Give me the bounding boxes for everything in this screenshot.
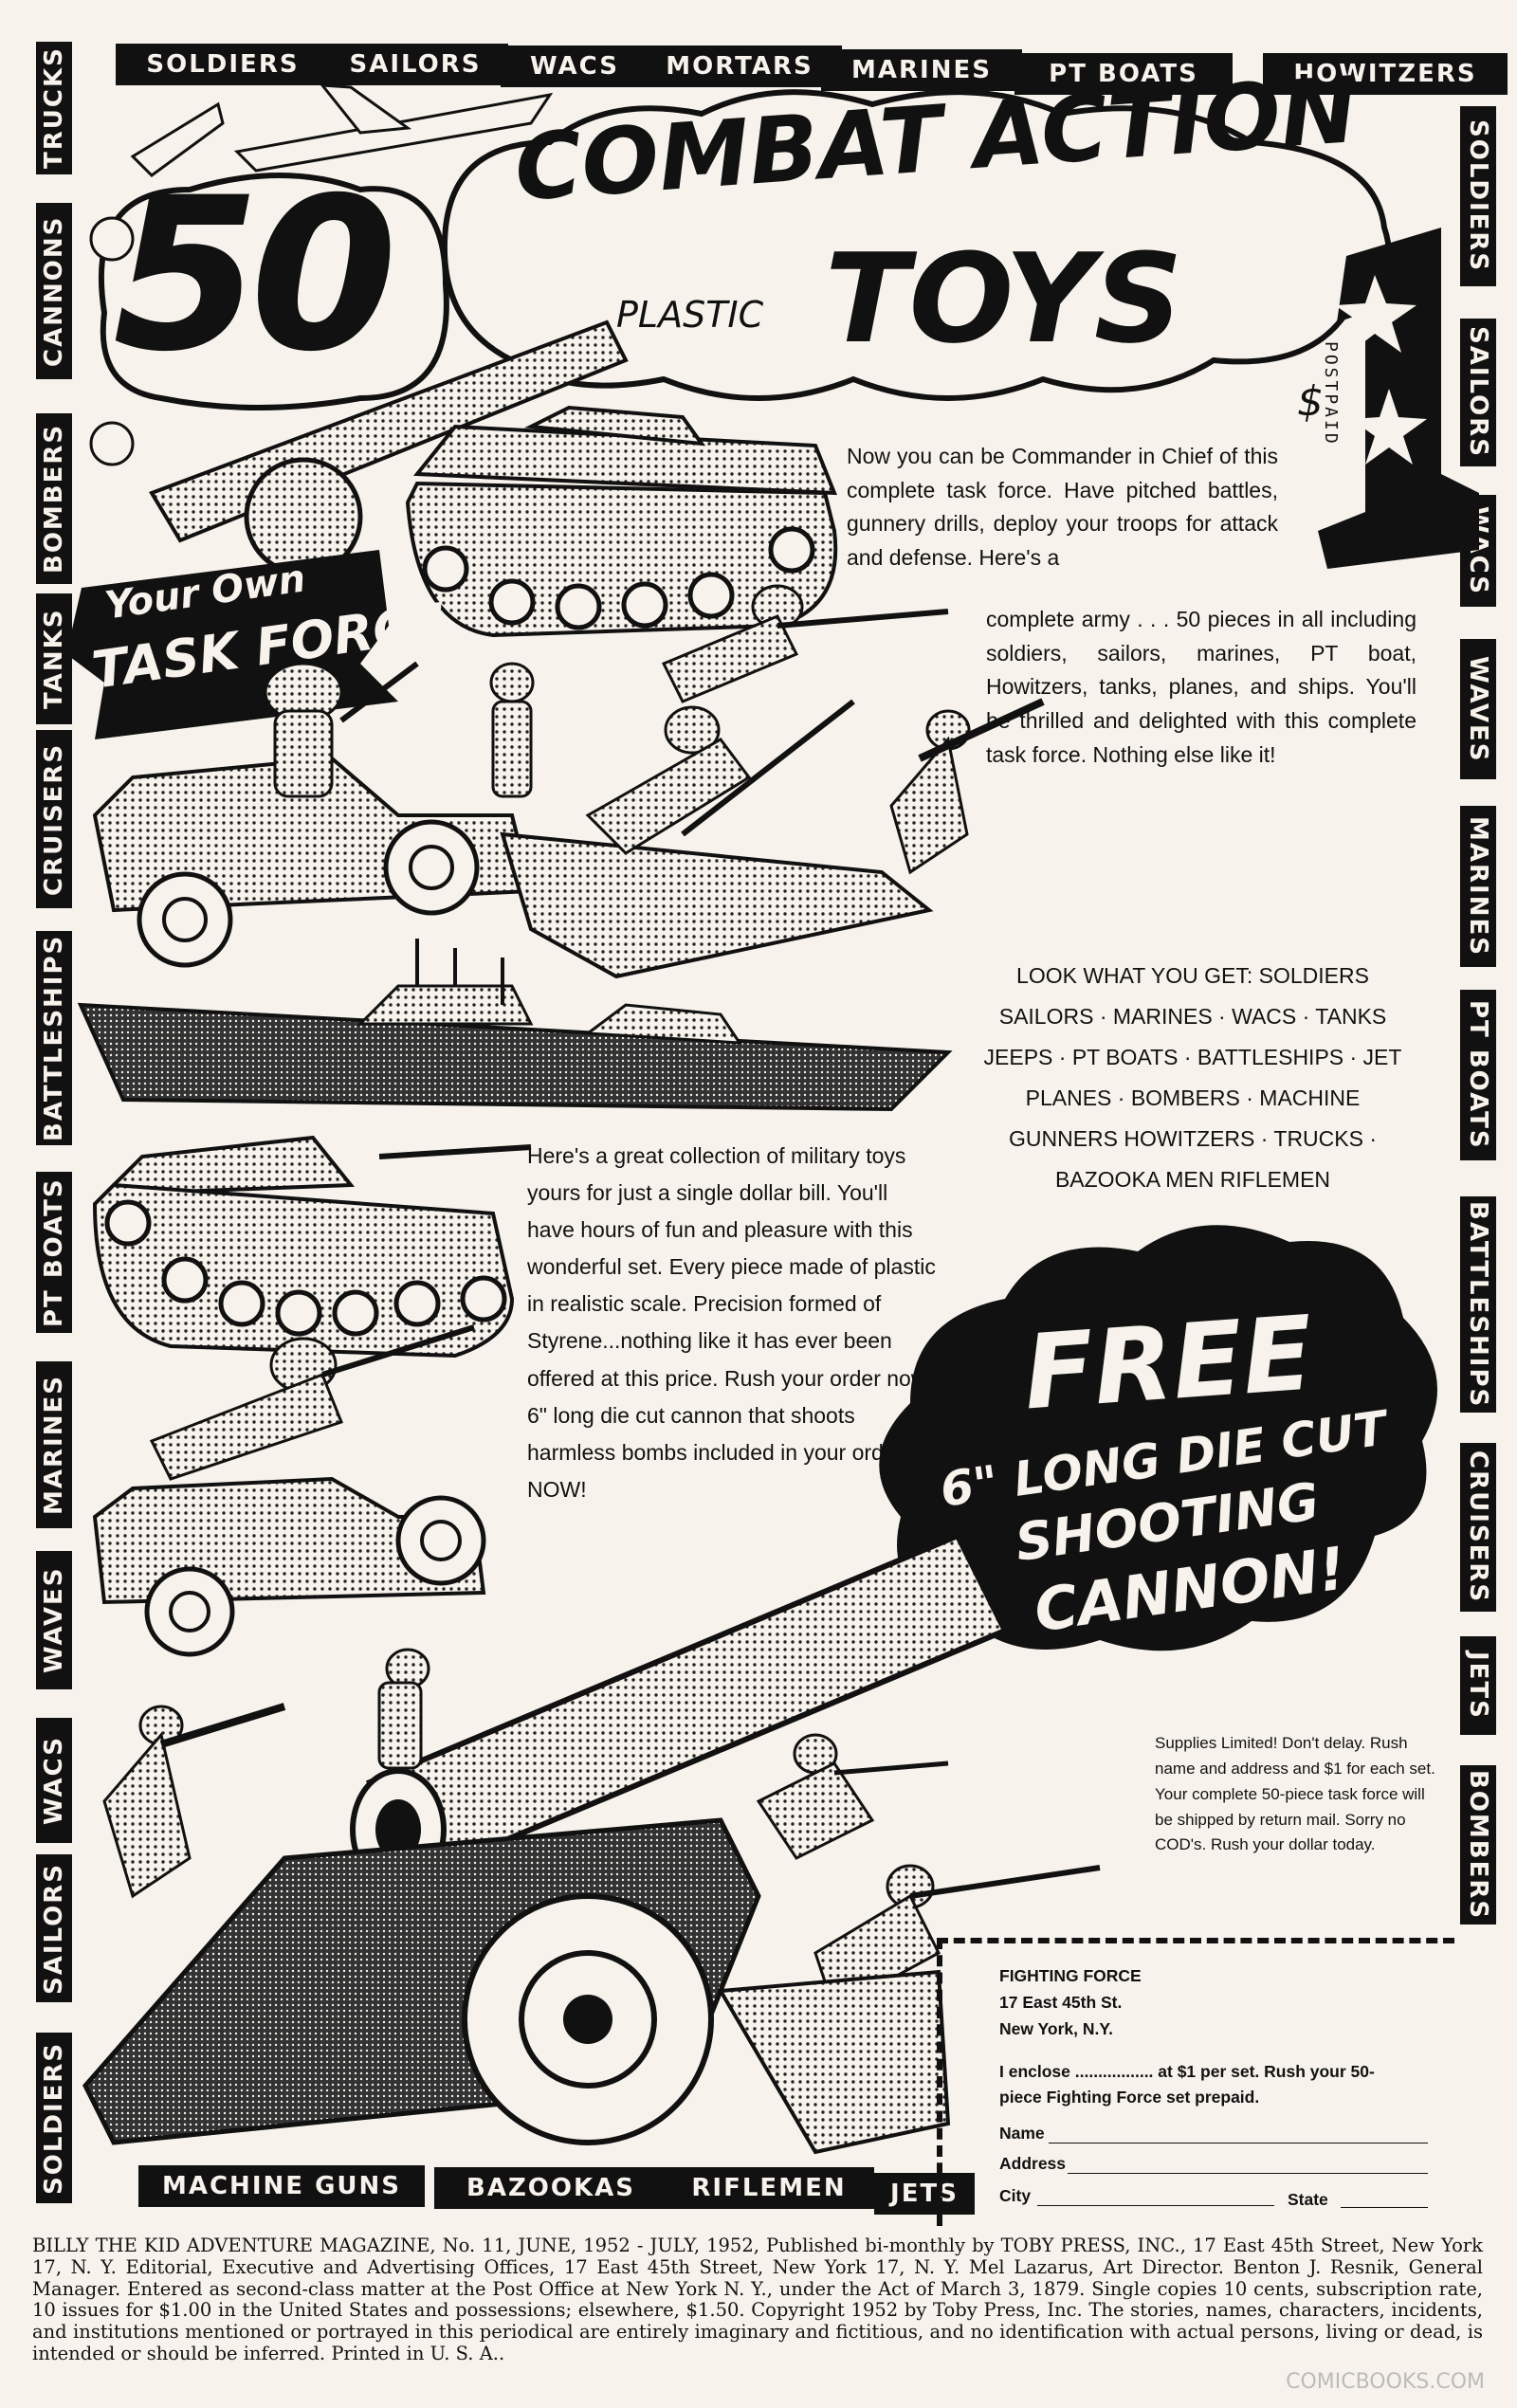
coupon-city-field[interactable] — [1037, 2205, 1274, 2206]
border-tag: SOLDIERS — [116, 44, 330, 85]
border-tag: MARINES — [1460, 806, 1496, 967]
collection-paragraph: Here's a great collection of military to… — [527, 1143, 936, 1502]
supplies-paragraph: Supplies Limited! Don't delay. Rush name… — [1155, 1734, 1435, 1854]
border-tag: MARINES — [821, 49, 1022, 91]
border-tag: MORTARS — [637, 46, 842, 87]
coupon-street: 17 East 45th St. — [999, 1993, 1123, 2012]
coupon-state-label: State — [1288, 2190, 1328, 2209]
border-tag: PT BOATS — [1014, 53, 1233, 95]
border-tag: BAZOOKAS — [434, 2167, 667, 2209]
headline-count: 50 — [113, 154, 397, 396]
headline-price: 1 — [1337, 237, 1338, 238]
border-tag: SAILORS — [1460, 319, 1496, 466]
coupon-state-field[interactable] — [1341, 2207, 1428, 2208]
border-tag: SAILORS — [322, 44, 508, 85]
border-tag: BATTLESHIPS — [1460, 1196, 1496, 1413]
coupon-enclose[interactable]: I enclose ................. at $1 per se… — [999, 2062, 1375, 2107]
intro-paragraph: Now you can be Commander in Chief of thi… — [847, 444, 1278, 570]
border-tag: BOMBERS — [1460, 1765, 1496, 1925]
intro-paragraph-cont: complete army . . . 50 pieces in all inc… — [986, 607, 1416, 767]
headline-price-symbol: $ — [1297, 377, 1324, 426]
free-line1: FREE — [1020, 1294, 1317, 1433]
border-tag: RIFLEMEN — [664, 2167, 874, 2209]
coupon-company: FIGHTING FORCE — [999, 1966, 1142, 1985]
order-coupon[interactable]: FIGHTING FORCE 17 East 45th St. New York… — [937, 1938, 1454, 2226]
headline-line2: TOYS — [825, 227, 1183, 371]
border-tag: WACS — [501, 46, 649, 87]
border-tag: HOWITZERS — [1263, 53, 1508, 95]
border-tag: JETS — [1460, 1636, 1496, 1735]
coupon-city-label: City — [999, 2186, 1032, 2205]
headline-postpaid: POSTPAID — [1321, 341, 1341, 447]
watermark: COMICBOOKS.COM — [1286, 2370, 1485, 2394]
border-tag: MACHINE GUNS — [138, 2165, 425, 2207]
border-tag: JETS — [874, 2173, 975, 2215]
coupon-address-field[interactable] — [1068, 2173, 1428, 2174]
border-tag: SOLDIERS — [1460, 106, 1496, 286]
border-tag: WAVES — [1460, 639, 1496, 779]
border-tag: CRUISERS — [1460, 1443, 1496, 1612]
contents-list: LOOK WHAT YOU GET: SOLDIERS SAILORS · MA… — [983, 963, 1402, 1192]
border-tag: PT BOATS — [1460, 990, 1496, 1160]
coupon-address-label: Address — [999, 2154, 1067, 2173]
coupon-name-label: Name — [999, 2124, 1045, 2143]
publication-indicia: BILLY THE KID ADVENTURE MAGAZINE, No. 11… — [32, 2235, 1483, 2365]
headline-plastic: PLASTIC — [616, 294, 764, 336]
coupon-city: New York, N.Y. — [999, 2019, 1113, 2038]
